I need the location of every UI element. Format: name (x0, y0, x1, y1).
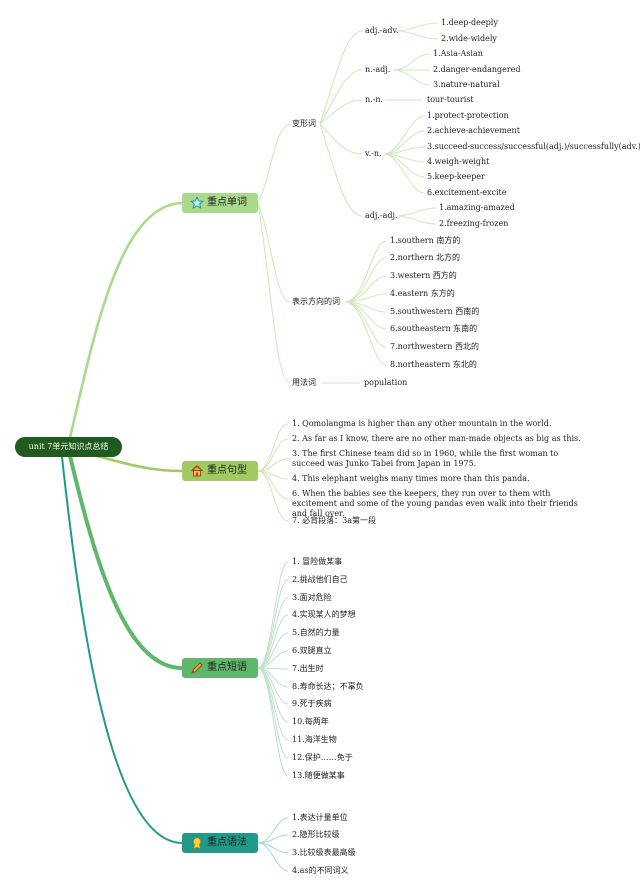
phrase-item: 13.随便做某事 (292, 771, 345, 780)
list-item: 6.excitement-excite (427, 188, 507, 197)
list-item: 2.wide-widely (441, 34, 497, 43)
list-item: population (364, 378, 408, 387)
sentence-item: 1. Qomolangma is higher than any other m… (292, 419, 552, 428)
list-item: 3.nature-natural (433, 80, 500, 89)
house-icon (191, 465, 203, 477)
transform-to-adjadv-line (319, 30, 363, 125)
list-item: 2.danger-endangered (433, 65, 521, 74)
sentence-item: 2. As far as I know, there are no other … (292, 434, 581, 443)
transform-to-vn-line (319, 123, 363, 155)
grammar-item: 2.隐形比较级 (292, 830, 340, 839)
n-n-node[interactable]: n.-n. (365, 95, 384, 104)
list-item: 2.northern 北方的 (390, 253, 461, 262)
root-to-vocab-line (68, 201, 183, 439)
adj-adj-node[interactable]: adj.-adj. (365, 211, 398, 220)
list-item: 2.freezing-frozen (439, 219, 509, 228)
list-item: 3.western 西方的 (390, 271, 457, 280)
root-node[interactable]: unit 7单元知识点总结 (15, 437, 122, 457)
sentence-item: 7. 必背段落：3a第一段 (292, 516, 377, 525)
phrase-item: 11.海洋生物 (292, 735, 337, 744)
star-icon (190, 196, 204, 209)
list-item: 4.eastern 东方的 (390, 289, 455, 298)
n-adj-node[interactable]: n.-adj. (365, 65, 391, 74)
transform-to-nn-line (319, 99, 363, 125)
vocab-to-transform-line (257, 123, 291, 204)
pencil-icon (191, 662, 203, 674)
vocab-to-direction-line (257, 202, 291, 303)
usage-words-node[interactable]: 用法词 (292, 378, 316, 387)
sentence-item: 4. This elephant weighs many times more … (292, 474, 530, 483)
phrase-item: 6.双腿直立 (292, 646, 332, 655)
sentence-item: 3. The first Chinese team did so in 1960… (292, 449, 559, 468)
grammar-item: 3.比较级表最高级 (292, 848, 356, 857)
phrase-item: 2.挑战他们自己 (292, 575, 348, 584)
transform-to-nadj-line (319, 69, 363, 125)
root-to-grammar-line (61, 456, 183, 844)
list-item: 6.southeastern 东南的 (390, 324, 478, 333)
award-icon (192, 837, 202, 850)
transform-to-adjadj-line (319, 123, 363, 217)
list-item: 1.southern 南方的 (390, 236, 461, 245)
sentence-item: 6. When the babies see the keepers, they… (292, 489, 578, 518)
branch-vocab[interactable]: 重点单词 (182, 193, 258, 213)
phrase-item: 1. 冒险做某事 (292, 557, 343, 566)
phrase-item: 7.出生时 (292, 664, 324, 673)
list-item: 1.deep-deeply (441, 18, 498, 27)
list-item: 5.keep-keeper (427, 172, 485, 181)
vocab-to-usage-line (257, 202, 291, 384)
list-item: 2.achieve-achievement (427, 126, 520, 135)
list-item: 4.weigh-weight (427, 157, 490, 166)
transform-words-node[interactable]: 变形词 (292, 119, 316, 128)
phrase-item: 5.自然的力量 (292, 628, 340, 637)
list-item: 1.Asia-Asian (433, 49, 483, 58)
branch-label: 重点短语 (207, 662, 247, 673)
phrase-item: 4.实现某人的梦想 (292, 610, 356, 619)
grammar-item: 4.as的不同词义 (292, 866, 349, 875)
phrase-item: 12.保护……免于 (292, 753, 353, 762)
list-item: 5.southwestern 西南的 (390, 307, 480, 316)
grammar-item: 1.表达计量单位 (292, 813, 348, 822)
branch-label: 重点单词 (207, 197, 247, 208)
branch-phrases[interactable]: 重点短语 (182, 658, 258, 678)
phrase-item: 8.寿命长达；不辜负 (292, 682, 364, 691)
branch-sentences[interactable]: 重点句型 (182, 461, 258, 481)
list-item: 8.northeastern 东北的 (390, 360, 477, 369)
root-to-phrases-line (68, 455, 183, 670)
adj-adv-node[interactable]: adj.-adv. (365, 26, 399, 35)
branch-label: 重点语法 (207, 837, 247, 848)
list-item: 7.northwestern 西北的 (390, 342, 479, 351)
list-item: tour-tourist (427, 95, 474, 104)
phrase-item: 10.每两年 (292, 717, 329, 726)
list-item: 1.amazing-amazed (439, 203, 515, 212)
phrase-item: 3.面对危险 (292, 593, 332, 602)
list-item: 3.succeed-success/successful(adj.)/succe… (427, 142, 640, 151)
list-item: 1.protect-protection (427, 111, 509, 120)
branch-grammar[interactable]: 重点语法 (182, 833, 258, 853)
direction-words-node[interactable]: 表示方向的词 (292, 297, 340, 306)
phrase-item: 9.死于疾病 (292, 699, 332, 708)
branch-label: 重点句型 (207, 465, 247, 476)
v-n-node[interactable]: v.-n. (365, 149, 382, 158)
